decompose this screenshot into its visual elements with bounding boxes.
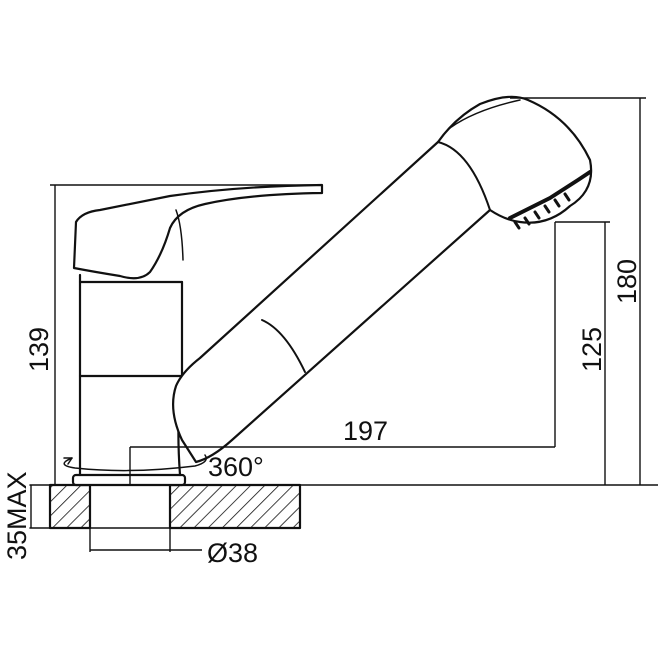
dim-197-line <box>129 222 556 485</box>
dim-125-line <box>555 221 610 485</box>
dim-180-line <box>510 97 646 485</box>
faucet-body <box>78 273 184 477</box>
dim-38-line <box>89 528 202 552</box>
label-197: 197 <box>343 416 388 446</box>
dim-139-line <box>50 184 322 485</box>
label-180: 180 <box>612 259 642 304</box>
pull-out-spout <box>171 95 593 464</box>
label-38: Ø38 <box>207 538 258 568</box>
label-125: 125 <box>577 327 607 372</box>
label-35max: 35MAX <box>2 471 32 560</box>
label-139: 139 <box>24 327 54 372</box>
base-flange <box>71 473 187 487</box>
countertop <box>29 483 658 530</box>
rotation-arrow <box>63 454 207 472</box>
lever-handle <box>72 183 324 280</box>
label-360: 360° <box>208 452 264 482</box>
